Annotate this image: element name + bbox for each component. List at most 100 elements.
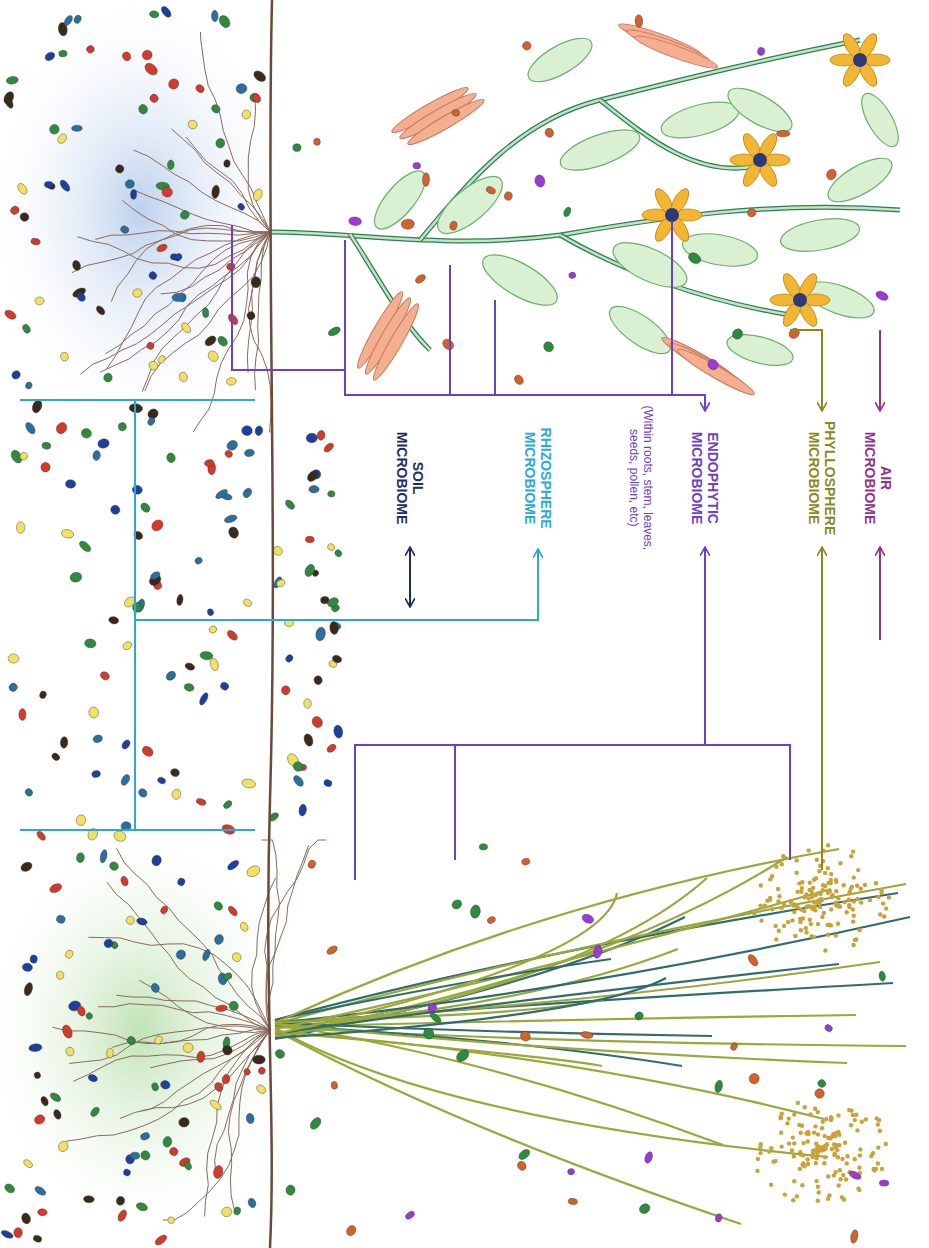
seed-head xyxy=(815,1146,819,1150)
seed-head xyxy=(821,1146,825,1150)
grass-blade xyxy=(275,878,707,1037)
seed-head xyxy=(829,907,833,911)
microbe xyxy=(160,1079,171,1090)
seed-head xyxy=(834,900,838,904)
root xyxy=(252,878,276,1030)
seed-head xyxy=(804,892,808,896)
microbe xyxy=(146,341,155,350)
seed-head xyxy=(838,1177,842,1181)
microbe xyxy=(121,50,133,62)
seed-head xyxy=(868,898,872,902)
seed-head xyxy=(814,1142,818,1146)
microbe xyxy=(58,178,71,192)
microbe xyxy=(171,788,182,800)
microbe xyxy=(135,1201,148,1212)
leaf xyxy=(366,163,434,236)
microbe xyxy=(84,638,96,648)
microbe xyxy=(139,501,152,514)
seed-head xyxy=(864,1117,868,1121)
seed-head xyxy=(758,904,762,908)
microbe xyxy=(303,733,315,748)
microbe xyxy=(241,109,251,119)
microbe xyxy=(132,288,143,298)
leader-line xyxy=(879,548,881,640)
microbe xyxy=(211,185,220,199)
microbe xyxy=(22,1158,34,1169)
microbe xyxy=(730,327,744,341)
seed-head xyxy=(823,948,827,952)
leader-line xyxy=(409,575,411,606)
leaf xyxy=(602,298,677,362)
microbe xyxy=(252,188,264,202)
microbe xyxy=(237,202,246,211)
microbe xyxy=(308,1116,323,1132)
microbe xyxy=(166,452,177,464)
microbe xyxy=(413,162,421,169)
seed-head xyxy=(851,1113,855,1117)
microbe xyxy=(291,760,304,773)
microbe xyxy=(824,1023,834,1033)
seed-head xyxy=(801,1141,805,1145)
seed-head xyxy=(785,1121,789,1125)
microbe xyxy=(120,875,130,887)
microbe xyxy=(746,953,759,968)
root xyxy=(261,840,279,1030)
microbe xyxy=(414,273,427,285)
microbe xyxy=(56,132,68,145)
microbe xyxy=(275,578,286,588)
microbe xyxy=(208,625,218,635)
microbe xyxy=(486,915,496,924)
microbe xyxy=(776,130,790,137)
microbe xyxy=(245,864,262,879)
microbe xyxy=(92,734,103,744)
seed-head xyxy=(843,1141,847,1145)
seed-head xyxy=(851,919,855,923)
microbe xyxy=(479,844,488,851)
leader-lines xyxy=(20,222,880,880)
seed-head xyxy=(826,843,830,847)
seed-pod xyxy=(369,301,423,383)
root xyxy=(117,995,271,1030)
seed-head xyxy=(803,1105,807,1109)
seed-head xyxy=(814,1179,818,1183)
microbe xyxy=(878,971,886,982)
seed-head xyxy=(786,920,790,924)
grass-blade xyxy=(275,964,839,1034)
root xyxy=(186,137,270,232)
seed-head xyxy=(780,1111,784,1115)
microbe xyxy=(230,951,242,963)
microbe xyxy=(141,49,153,61)
seed-head xyxy=(820,915,824,919)
seed-head xyxy=(787,1116,791,1120)
microbe xyxy=(542,340,556,354)
seed-head xyxy=(795,871,799,875)
seed-head xyxy=(855,1128,859,1132)
microbe xyxy=(246,310,256,321)
seed-head xyxy=(836,896,840,900)
microbe xyxy=(85,1012,94,1021)
seed-head xyxy=(871,1151,875,1155)
seed-head xyxy=(776,899,780,903)
seed-head xyxy=(837,904,841,908)
microbe xyxy=(247,1197,257,1209)
microbe xyxy=(303,563,316,578)
microbe xyxy=(150,518,166,533)
microbe xyxy=(32,1234,42,1243)
note-label: (Within roots, stem, leaves, seeds, poll… xyxy=(626,403,654,553)
seed-head xyxy=(829,881,833,885)
microbe xyxy=(173,252,183,262)
microbe xyxy=(222,972,233,982)
microbe xyxy=(106,1048,113,1058)
microbe xyxy=(322,441,335,453)
microbe xyxy=(108,860,120,872)
microbe xyxy=(64,949,74,960)
microbe xyxy=(224,159,231,167)
microbe xyxy=(103,938,115,950)
microbe xyxy=(215,138,226,149)
microbe xyxy=(317,430,326,441)
seed-head xyxy=(851,907,855,911)
microbe xyxy=(253,1055,266,1064)
microbe xyxy=(183,1160,193,1171)
microbe xyxy=(37,1208,47,1216)
